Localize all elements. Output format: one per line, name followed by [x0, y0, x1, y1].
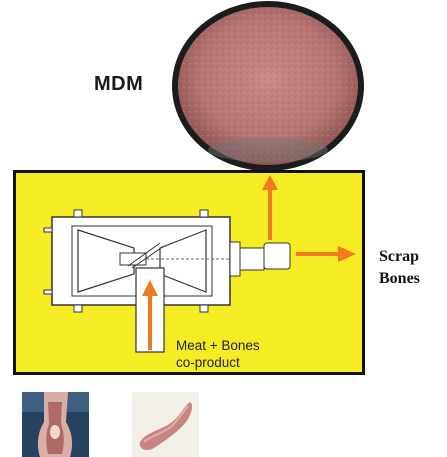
scrap-label-line1: Scrap [379, 246, 420, 268]
feed-label-line2: co-product [176, 354, 260, 371]
output-arrow-up [262, 175, 278, 240]
machine-body [44, 210, 290, 312]
scrap-label-line2: Bones [379, 268, 420, 290]
feed-label-line1: Meat + Bones [176, 337, 260, 354]
output-arrow-right [296, 246, 356, 262]
scrap-bones-label: Scrap Bones [379, 246, 420, 290]
feed-inlet [136, 268, 164, 352]
feed-label: Meat + Bones co-product [176, 337, 260, 371]
carcass-photo-icon [22, 392, 89, 457]
meat-paste-photo-icon [132, 392, 199, 457]
